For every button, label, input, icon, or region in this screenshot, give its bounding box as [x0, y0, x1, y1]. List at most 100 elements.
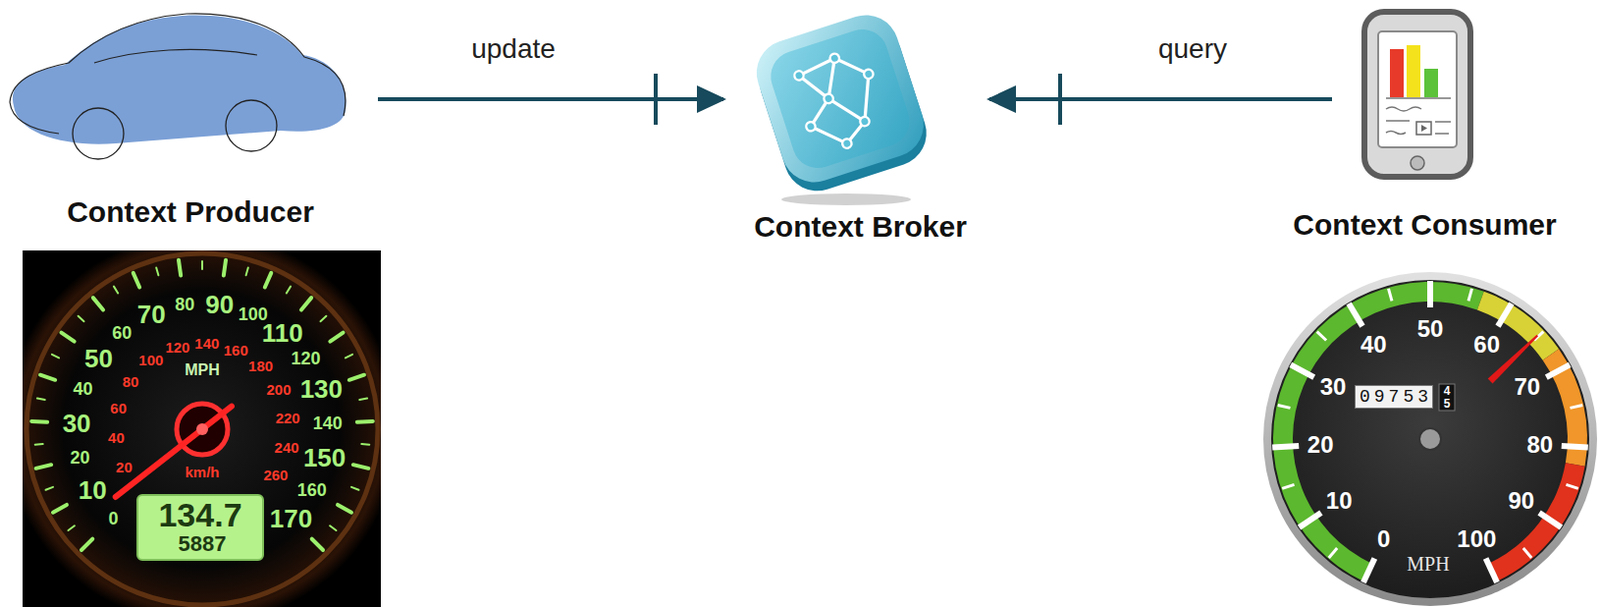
chart-bar	[1406, 45, 1421, 98]
dial-tick	[361, 442, 370, 446]
kmh-number: 120	[164, 338, 190, 354]
dial-tick	[1486, 557, 1497, 582]
connector-group	[377, 73, 724, 125]
play-symbol	[1421, 124, 1428, 132]
mph-number: 90	[205, 291, 234, 318]
mph-number: 60	[111, 323, 132, 342]
constellation-star	[841, 137, 854, 150]
kmh-number: 40	[107, 429, 125, 445]
dial-ring	[26, 253, 378, 605]
dial-background	[22, 250, 381, 607]
odometer-roll: 5	[1443, 397, 1451, 410]
node-label: Context Broker	[753, 209, 967, 245]
lcd-speed: 134.7	[158, 497, 242, 532]
broker-node: Context Broker	[731, 7, 982, 200]
node-label: Context Consumer	[1292, 207, 1556, 243]
dial-tick	[1363, 557, 1375, 582]
dial-tick	[52, 354, 59, 359]
phone-screen	[1378, 31, 1457, 148]
dial-tick	[351, 486, 359, 490]
connector-arrow	[989, 97, 1333, 102]
analog-speedometer	[1267, 275, 1594, 602]
dial-tick	[312, 538, 323, 550]
dial-tick	[35, 442, 44, 446]
dial-tick	[359, 398, 368, 400]
mph-number: 30	[62, 410, 92, 436]
dial-tick	[1565, 483, 1578, 488]
dial-band	[1273, 281, 1485, 582]
dial-tick	[133, 272, 140, 288]
dial-tick	[1348, 303, 1363, 326]
dial-tick	[68, 525, 75, 531]
mph-number: 70	[137, 301, 166, 327]
dial-tick	[93, 297, 104, 310]
consumer-node: Context Consumer	[1336, 7, 1480, 179]
chart-bar	[1424, 68, 1439, 98]
dial-number: 50	[1417, 317, 1444, 341]
dial-tick	[1329, 547, 1337, 558]
connector-tick	[1058, 73, 1063, 125]
dial-number: 100	[1456, 527, 1496, 551]
dial-tick	[1388, 288, 1392, 302]
mph-number: 110	[262, 320, 304, 346]
dial-tick	[1427, 280, 1434, 308]
constellation-star	[804, 120, 817, 133]
dial-tick	[1290, 364, 1315, 377]
constellation-star	[793, 69, 805, 82]
kmh-number: 200	[266, 381, 291, 397]
dial-tick	[1317, 331, 1327, 341]
mph-number: 40	[73, 379, 94, 398]
mph-number: 10	[78, 477, 107, 503]
screen-scribble	[1386, 98, 1451, 135]
phone-body	[1364, 11, 1471, 177]
unit-label: km/h	[184, 464, 219, 480]
phone-sketch	[1364, 11, 1471, 177]
car-outline	[9, 13, 346, 134]
icon-shadow	[781, 193, 911, 206]
dial-tick	[1299, 512, 1322, 528]
dial-tick	[337, 504, 352, 513]
dial-tick	[1561, 445, 1589, 447]
icon-rim	[747, 6, 932, 191]
mph-number: 130	[300, 375, 343, 402]
dial-tick	[78, 316, 85, 321]
mph-number: 80	[174, 295, 195, 314]
edge-label: update	[468, 33, 559, 65]
dial-face	[1267, 275, 1594, 602]
mph-number: 150	[303, 444, 346, 471]
digital-speedometer	[22, 250, 381, 607]
dial-tick	[1281, 483, 1294, 488]
dial-tick	[40, 374, 55, 380]
kmh-number: 220	[275, 409, 301, 425]
dial-tick	[178, 260, 181, 276]
dial-tick	[353, 464, 370, 469]
dial-tick	[357, 419, 374, 425]
mph-number: 0	[107, 509, 118, 528]
connector-group	[989, 73, 1333, 125]
dial-number: 0	[1377, 527, 1390, 551]
lcd-panel	[137, 494, 264, 560]
dial-tick	[286, 286, 291, 294]
dial-tick	[349, 374, 365, 380]
node-label: Context Producer	[66, 194, 315, 230]
mph-number: 170	[269, 505, 313, 532]
dial-tick	[329, 332, 343, 342]
dial-tick	[345, 354, 353, 359]
kmh-number: 160	[223, 341, 249, 357]
kmh-number: 140	[194, 335, 219, 351]
constellation-star	[858, 115, 871, 128]
home-button	[1410, 156, 1425, 170]
dial-tick	[223, 260, 226, 276]
mph-number: 50	[84, 345, 113, 372]
mph-number: 20	[69, 448, 90, 467]
kmh-number: 240	[274, 439, 300, 455]
dial-tick	[1570, 405, 1584, 409]
dial-number: 10	[1326, 488, 1353, 513]
car-wheel	[72, 107, 124, 160]
dial-tick	[329, 525, 336, 531]
dial-number: 40	[1360, 332, 1387, 357]
constellation-star	[828, 52, 841, 64]
dial-tick	[246, 267, 249, 276]
kmh-number: 80	[122, 373, 140, 388]
dial-tick	[1468, 288, 1472, 302]
